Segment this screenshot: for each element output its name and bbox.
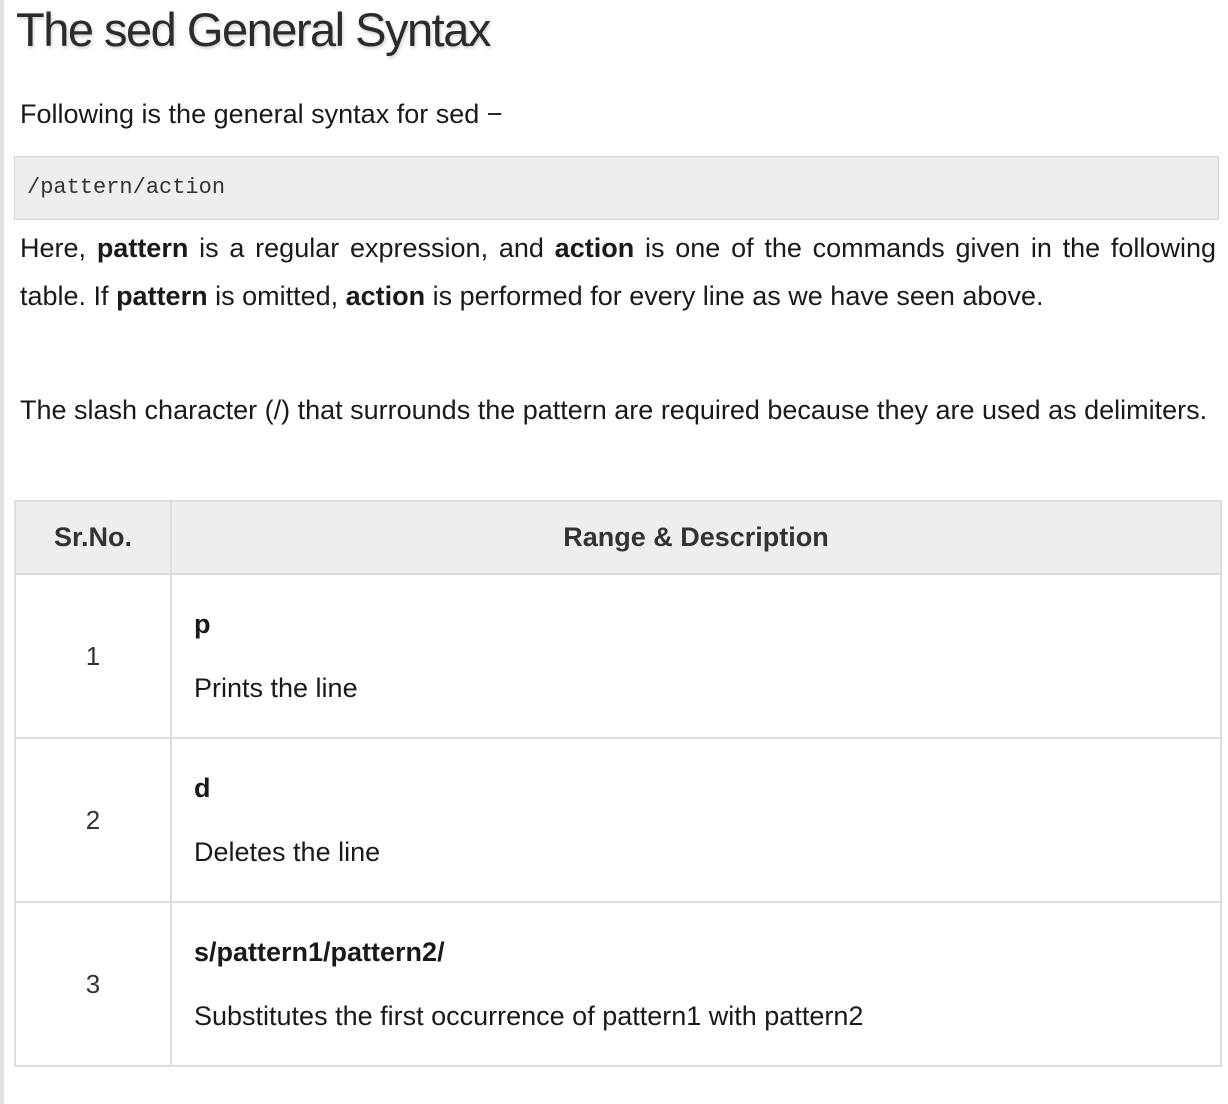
page-title: The sed General Syntax (16, 3, 491, 56)
row-description-cell: p Prints the line (170, 573, 1222, 739)
commands-table: Sr.No. Range & Description 1 p Prints th… (14, 500, 1222, 1067)
header-srno: Sr.No. (14, 500, 172, 575)
command-name: s/pattern1/pattern2/ (194, 937, 445, 967)
command-description: Prints the line (194, 673, 358, 703)
paragraph-bold-term: pattern (116, 281, 208, 311)
row-number: 3 (14, 901, 172, 1067)
row-description-cell: d Deletes the line (170, 737, 1222, 903)
intro-text: Following is the general syntax for sed … (20, 99, 503, 129)
command-description: Substitutes the first occurrence of patt… (194, 1001, 864, 1031)
row-number: 1 (14, 573, 172, 739)
paragraph-text: is omitted, (207, 281, 346, 311)
command-description: Deletes the line (194, 837, 381, 867)
command-name: d (194, 773, 211, 803)
paragraph-delimiters: The slash character (/) that surrounds t… (20, 395, 1208, 425)
paragraph-text: Here, (20, 233, 97, 263)
paragraph-bold-term: action (345, 281, 426, 311)
paragraph-bold-term: action (554, 233, 635, 263)
paragraph-text: is performed for every line as we have s… (425, 281, 1044, 311)
command-name: p (194, 609, 211, 639)
paragraph-text: is one of the commands given in the foll… (20, 233, 1216, 311)
table-header-row: Sr.No. Range & Description (14, 500, 1222, 575)
code-block: /pattern/action (14, 156, 1219, 220)
row-number: 2 (14, 737, 172, 903)
header-range-description: Range & Description (170, 500, 1222, 575)
paragraph-pattern-action: Here, pattern is a regular expression, a… (20, 224, 1216, 320)
table-row: 2 d Deletes the line (14, 737, 1222, 903)
table-row: 3 s/pattern1/pattern2/ Substitutes the f… (14, 901, 1222, 1067)
paragraph-text: is a regular expression, and (188, 233, 555, 263)
table-row: 1 p Prints the line (14, 573, 1222, 739)
paragraph-bold-term: pattern (96, 233, 189, 263)
row-description-cell: s/pattern1/pattern2/ Substitutes the fir… (170, 901, 1222, 1067)
page-left-border (0, 0, 4, 1104)
